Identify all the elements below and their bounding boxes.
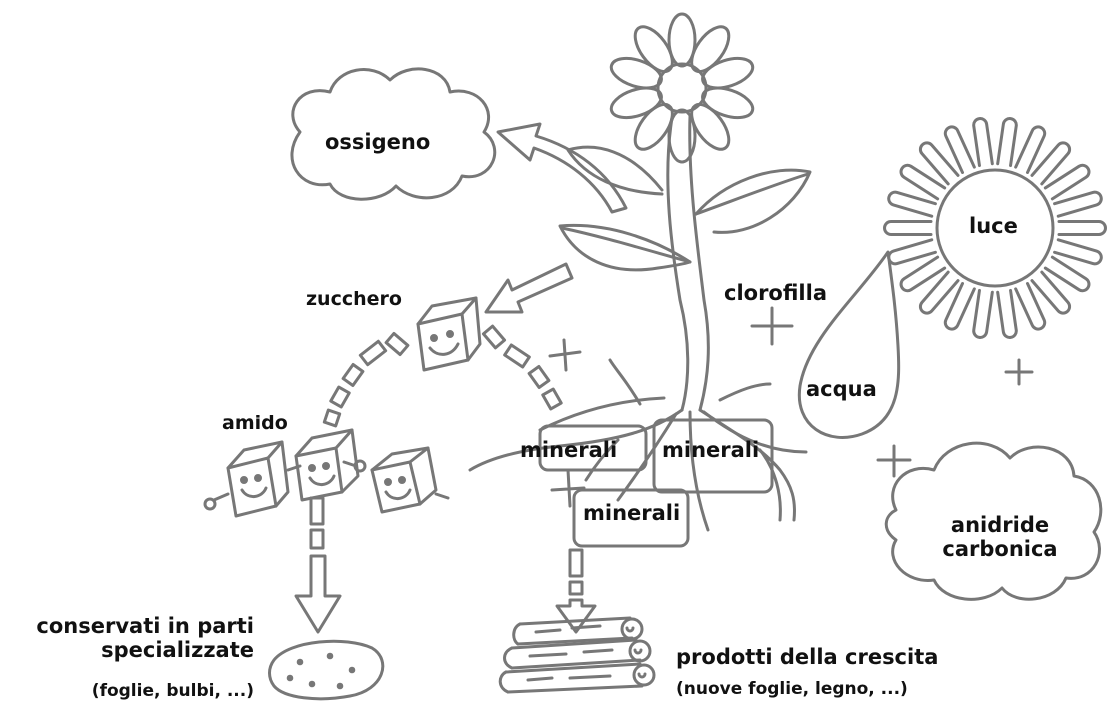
sun-ray [889, 192, 936, 216]
plus-icon [752, 308, 792, 344]
starch-label: amido [222, 413, 288, 435]
oxygen-label: ossigeno [325, 130, 430, 154]
chlorophyll-label: clorofilla [724, 281, 827, 305]
sugar-cube-icon [372, 448, 448, 512]
storage-title: conservati in parti specializzate [0, 614, 254, 662]
dash-segment [331, 387, 349, 407]
leaf-icon [568, 147, 662, 194]
sun-ray [998, 290, 1017, 337]
growth-title: prodotti della crescita [676, 645, 938, 669]
storage-title-line: conservati in parti [0, 614, 254, 638]
dashed-arrow [483, 326, 561, 409]
arrow-icon [486, 264, 572, 312]
dash-segment [543, 389, 561, 409]
plus-icon [878, 446, 910, 476]
plus-icon [550, 340, 580, 370]
co2-label-line: carbonica [938, 537, 1062, 561]
petal [699, 53, 756, 94]
sugar-cube-icon [418, 298, 480, 370]
plus-icon [552, 470, 584, 506]
dash-segment [483, 326, 504, 348]
sun-ray [1055, 240, 1102, 264]
dash-segment [360, 341, 385, 364]
co2-label: anidride carbonica [938, 513, 1062, 561]
growth-examples: (nuove foglie, legno, ...) [676, 680, 908, 700]
sun-ray [1059, 222, 1106, 235]
sun-ray [1055, 192, 1102, 216]
sun-ray [885, 222, 931, 235]
sun-ray [998, 119, 1017, 166]
sugar-cube-icon [205, 442, 288, 516]
petal [608, 82, 665, 123]
flower-icon [608, 14, 757, 162]
petal [699, 82, 756, 123]
minerals-label: minerali [520, 438, 617, 462]
co2-label-line: anidride [938, 513, 1062, 537]
sun-ray [889, 240, 936, 264]
petal [608, 53, 665, 94]
arrow-icon [498, 124, 626, 212]
sugar-label: zucchero [306, 289, 402, 311]
dash-segment [505, 345, 530, 367]
dash-segment [343, 365, 363, 386]
water-label: acqua [806, 377, 877, 401]
minerals-label: minerali [662, 438, 759, 462]
dash-segment [324, 410, 339, 426]
plus-icon [1006, 360, 1032, 384]
storage-title-line: specializzate [0, 638, 254, 662]
dashed-arrow [324, 333, 408, 425]
log-bundle-icon [500, 618, 654, 692]
dash-segment [529, 367, 549, 388]
dash-segment [386, 333, 408, 354]
potato-icon [270, 641, 383, 699]
water-drop-icon [799, 252, 898, 437]
light-label: luce [969, 214, 1018, 238]
arrow-icon [296, 498, 340, 632]
storage-examples: (foglie, bulbi, ...) [0, 682, 254, 702]
sun-ray [974, 290, 993, 337]
sun-ray [974, 119, 993, 166]
minerals-label: minerali [583, 501, 680, 525]
